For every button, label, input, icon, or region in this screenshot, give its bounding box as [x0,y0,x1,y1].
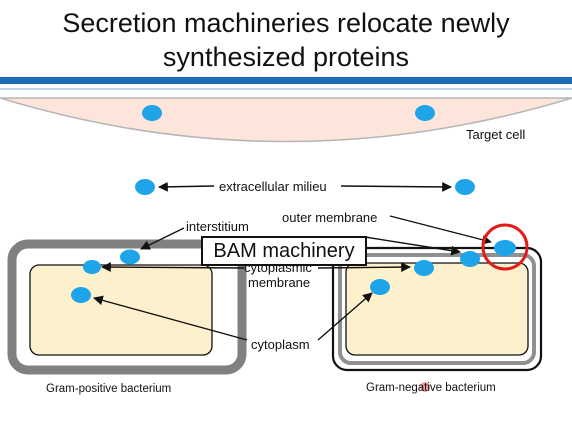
highlight-circle [481,223,529,271]
label-cytoplasm: cytoplasm [251,337,310,352]
label-gram-positive: Gram-positive bacterium [46,383,172,395]
slide-title-line-1: Secretion machineries relocate newly [62,8,510,38]
arrow-cytoplasmic-membrane-right [317,262,411,272]
arrow-extracellular-left [158,181,215,192]
protein-gram-positive-cytoplasm [71,287,91,303]
protein-extracellular-right [455,179,475,195]
label-target-cell: Target cell [466,127,526,142]
protein-gram-negative-outer-membrane [494,240,516,256]
protein-gram-positive-membrane [83,260,101,274]
protein-gram-positive-wall [120,249,140,265]
cursor-marker [420,382,430,392]
protein-gram-negative-interstitium [460,251,480,267]
header-bar [0,77,572,84]
gram-positive-cytoplasm [29,264,213,356]
arrow-extracellular-right [340,182,452,192]
arrow-interstitium [140,227,185,250]
arrow-cytoplasm-right [317,292,373,341]
protein-target-cell-left [142,105,162,121]
label-gram-negative: Gram-negative bacterium [366,382,496,394]
protein-gram-negative-membrane [414,260,434,276]
arrow-cytoplasmic-membrane-left [101,262,245,272]
bam-machinery-label: BAM machinery [201,236,367,266]
label-interstitium: interstitium [186,219,249,234]
protein-target-cell-right [415,105,435,121]
arrow-outer-membrane [389,215,492,245]
slide-title-line-2: synthesized proteins [162,42,410,72]
label-outer-membrane: outer membrane [282,210,378,225]
protein-gram-negative-cytoplasm [370,279,390,295]
gram-negative-cytoplasm [345,262,529,356]
arrow-cytoplasm-left [93,295,248,341]
label-extracellular-milieu: extracellular milieu [219,179,327,194]
label-cytoplasmic-membrane-2: membrane [248,275,311,290]
protein-extracellular-left [135,179,155,195]
arrow-outer-membrane-2 [364,236,461,256]
